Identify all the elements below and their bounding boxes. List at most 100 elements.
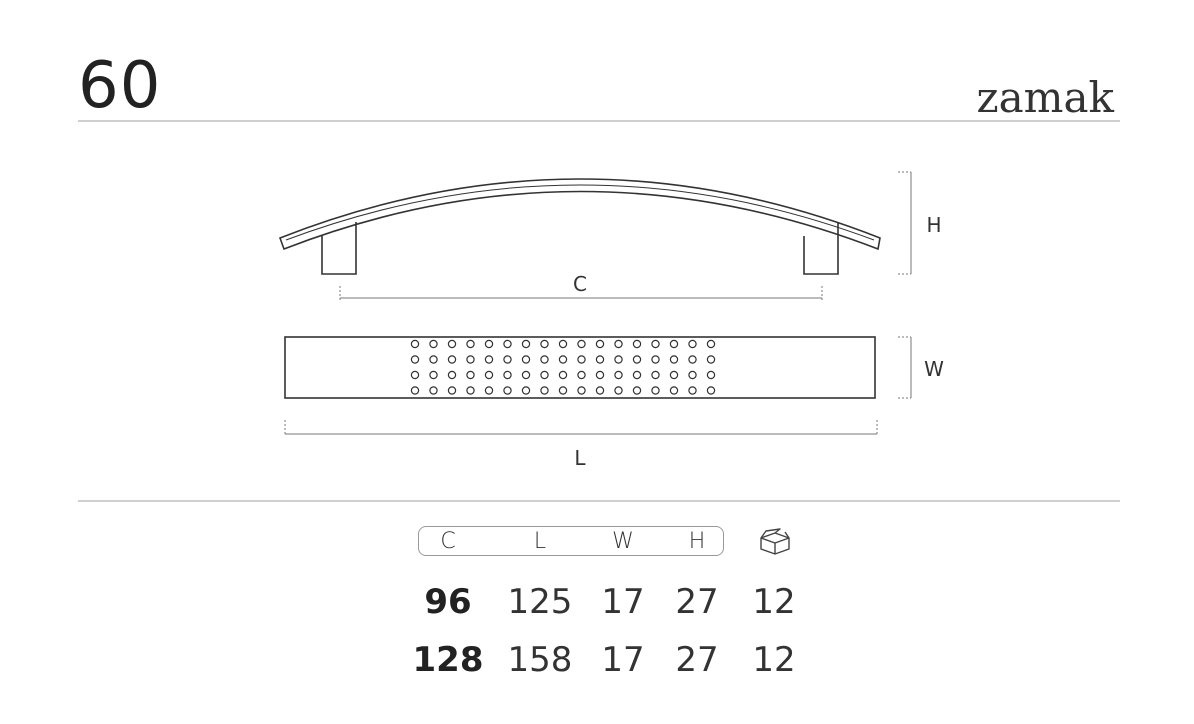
dot (484, 339, 494, 349)
handle-top-view (284, 336, 876, 399)
dot (503, 386, 512, 395)
dot (521, 386, 531, 395)
dot (466, 370, 475, 380)
column-header-h: H (688, 529, 706, 554)
dot (632, 339, 642, 349)
dot (577, 355, 586, 364)
column-header-l: L (533, 529, 547, 554)
column-header-c: C (440, 529, 456, 554)
dot (632, 370, 642, 380)
dot (540, 370, 549, 380)
dot (706, 355, 716, 364)
dot (521, 355, 531, 364)
dot (577, 386, 586, 395)
dot (706, 339, 716, 349)
dot (429, 386, 438, 395)
table-row-2-c: 128 (412, 640, 484, 680)
dot (484, 386, 494, 395)
dot (669, 370, 679, 380)
dot (410, 370, 420, 380)
dimension-w-label: W (924, 357, 944, 381)
table-header-frame (418, 526, 724, 556)
dimension-h (898, 171, 912, 275)
dot (614, 370, 623, 380)
table-row-1-c: 96 (424, 582, 472, 622)
dot (521, 370, 531, 380)
dot (688, 386, 697, 395)
table-row-1-w: 17 (601, 582, 645, 622)
dot (614, 355, 623, 364)
dot (632, 386, 642, 395)
dot (429, 339, 438, 349)
dot (595, 355, 605, 364)
dot (540, 386, 549, 395)
dot (429, 355, 438, 364)
dot (447, 339, 457, 349)
dot (669, 355, 679, 364)
dot (540, 355, 549, 364)
dot (447, 370, 457, 380)
dot (651, 370, 660, 380)
dot (595, 386, 605, 395)
table-row-1-l: 125 (507, 582, 573, 622)
table-row-2-w: 17 (601, 640, 645, 680)
dot (706, 386, 716, 395)
material-label: zamak (976, 73, 1114, 122)
dot (577, 339, 586, 349)
dot (558, 339, 568, 349)
dot (669, 339, 679, 349)
dimension-c (339, 286, 823, 300)
dot (540, 339, 549, 349)
dot (410, 355, 420, 364)
dot (558, 386, 568, 395)
dot (706, 370, 716, 380)
dot (521, 339, 531, 349)
dot (484, 355, 494, 364)
dot (651, 339, 660, 349)
dimension-c-label: C (573, 272, 587, 296)
dot (614, 339, 623, 349)
dot (503, 355, 512, 364)
dot (688, 355, 697, 364)
dot (429, 370, 438, 380)
dot-pattern (410, 339, 716, 395)
technical-drawing: C H W L (278, 171, 944, 470)
dot (577, 370, 586, 380)
table-row-1-qty: 12 (752, 582, 796, 622)
handle-side-view (278, 178, 881, 275)
dot (447, 386, 457, 395)
dimension-l-label: L (574, 446, 586, 470)
dot (614, 386, 623, 395)
dot (632, 355, 642, 364)
model-number: 60 (78, 49, 162, 123)
dot (558, 355, 568, 364)
dot (595, 339, 605, 349)
dot (447, 355, 457, 364)
dimension-l (284, 420, 878, 436)
table-row-1-h: 27 (675, 582, 719, 622)
table-row-2-l: 158 (507, 640, 573, 680)
dot (410, 386, 420, 395)
header-divider (78, 120, 1120, 122)
dot (466, 339, 475, 349)
dot (651, 355, 660, 364)
dot (688, 370, 697, 380)
dot (503, 370, 512, 380)
dimension-h-label: H (926, 213, 941, 237)
table-row-2-qty: 12 (752, 640, 796, 680)
dot (688, 339, 697, 349)
column-header-w: W (612, 529, 634, 554)
dot (466, 355, 475, 364)
dot (669, 386, 679, 395)
dot (503, 339, 512, 349)
dimension-w (898, 336, 912, 399)
dot (558, 370, 568, 380)
dot (466, 386, 475, 395)
box-icon (760, 528, 790, 555)
dot (410, 339, 420, 349)
table-row-2-h: 27 (675, 640, 719, 680)
table-divider (78, 500, 1120, 502)
dot (595, 370, 605, 380)
dot (484, 370, 494, 380)
dot (651, 386, 660, 395)
